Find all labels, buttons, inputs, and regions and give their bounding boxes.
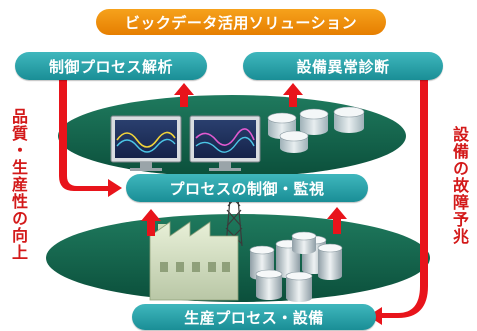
monitor-icon-2 bbox=[189, 115, 261, 171]
control-analysis-label: 制御プロセス解析 bbox=[48, 57, 173, 76]
solution-title: ビックデータ活用ソリューション bbox=[96, 9, 386, 35]
control-analysis-box: 制御プロセス解析 bbox=[15, 52, 207, 80]
monitoring-layer-box: プロセスの制御・監視 bbox=[126, 174, 368, 202]
production-layer-box: 生産プロセス・設備 bbox=[132, 304, 376, 330]
arrow-right-loop bbox=[368, 80, 428, 325]
production-layer-label: 生産プロセス・設備 bbox=[184, 308, 324, 327]
flow-arrows bbox=[59, 80, 428, 325]
arrow-up-left-mid bbox=[141, 209, 161, 236]
monitor-icon-1 bbox=[110, 115, 182, 171]
arrow-left-loop bbox=[59, 80, 122, 197]
factory-icon bbox=[149, 221, 239, 301]
arrow-up-right-mid bbox=[327, 207, 347, 234]
monitoring-layer-label: プロセスの制御・監視 bbox=[169, 179, 325, 198]
failure-sign-label: 設備の故障予兆 bbox=[450, 126, 469, 245]
solution-title-text: ビックデータ活用ソリューション bbox=[124, 13, 358, 32]
arrow-up-diagnosis bbox=[283, 83, 303, 107]
quality-productivity-label: 品質・生産性の向上 bbox=[9, 108, 28, 261]
anomaly-diagnosis-box: 設備異常診断 bbox=[243, 52, 443, 80]
arrow-up-control bbox=[174, 83, 194, 107]
tanks-icon bbox=[249, 231, 343, 302]
database-icon bbox=[267, 106, 365, 153]
anomaly-diagnosis-label: 設備異常診断 bbox=[296, 57, 390, 76]
